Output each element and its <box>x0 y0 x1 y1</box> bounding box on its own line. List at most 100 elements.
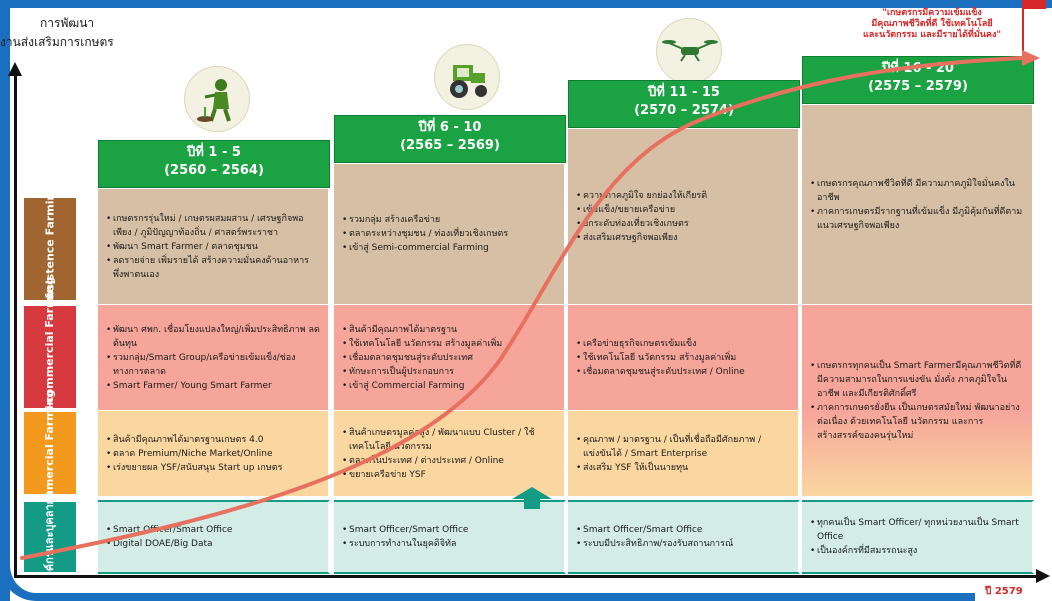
list-item: เกษตรกรรุ่นใหม่ / เกษตรผสมผสาน / เศรษฐกิ… <box>106 212 320 240</box>
y-axis-arrowhead <box>8 62 22 76</box>
vision-quote-line-2: มีคุณภาพชีวิตที่ดี ใช้เทคโนโลยี <box>871 19 993 29</box>
list-item: เกษตรกรทุกคนเป็น Smart Farmerมีคุณภาพชีว… <box>810 359 1024 401</box>
y-axis-title: การพัฒนา งานส่งเสริมการเกษตร <box>0 14 150 52</box>
cell-row4-col3: Smart Officer/Smart Officeระบบมีประสิทธิ… <box>568 500 800 574</box>
frame-corner-curve <box>0 560 60 601</box>
cell-list: สินค้ามีคุณภาพได้มาตรฐานเกษตร 4.0ตลาด Pr… <box>106 433 282 475</box>
cell-row3-col1: สินค้ามีคุณภาพได้มาตรฐานเกษตร 4.0ตลาด Pr… <box>98 410 330 496</box>
cell-list: สินค้าเกษตรมูลค่าสูง / พัฒนาแบบ Cluster … <box>342 426 556 482</box>
list-item: เป็นองค์กรที่มีสมรรถนะสูง <box>810 544 1024 558</box>
cell-list: ความภาคภูมิใจ ยกย่องให้เกียรติเข้มแข็ง/ข… <box>576 189 707 245</box>
phase-years: (2570 – 2574) <box>634 103 734 118</box>
x-axis-line <box>14 575 1038 578</box>
list-item: ตลาดระหว่างชุมชน / ท่องเที่ยวเชิงเกษตร <box>342 227 508 241</box>
list-item: รวมกลุ่ม สร้างเครือข่าย <box>342 213 508 227</box>
phase-header-3: ปีที่ 11 - 15 (2570 – 2574) <box>568 80 800 128</box>
phase-header-4: ปีที่ 16 - 20 (2575 – 2579) <box>802 56 1034 104</box>
list-item: คุณภาพ / มาตรฐาน / เป็นที่เชื่อถือมีศักย… <box>576 433 790 461</box>
list-item: ระบบการทำงานในยุคดิจิทัล <box>342 537 468 551</box>
x-axis-end-label: ปี 2579 <box>985 586 1023 597</box>
cell-list: Smart Officer/Smart Officeระบบการทำงานใน… <box>342 523 468 551</box>
cell-row1-col3: ความภาคภูมิใจ ยกย่องให้เกียรติเข้มแข็ง/ข… <box>568 128 800 304</box>
phase-label: ปีที่ 6 - 10 <box>418 120 482 135</box>
list-item: ลดรายจ่าย เพิ่มรายได้ สร้างความมั่นคงด้า… <box>106 254 320 282</box>
phase-label: ปีที่ 1 - 5 <box>187 145 241 160</box>
cell-list: ทุกคนเป็น Smart Officer/ ทุกหน่วยงานเป็น… <box>810 516 1024 558</box>
list-item: เข้าสู่ Semi-commercial Farming <box>342 241 508 255</box>
list-item: ความภาคภูมิใจ ยกย่องให้เกียรติ <box>576 189 707 203</box>
cell-row1-col1: เกษตรกรรุ่นใหม่ / เกษตรผสมผสาน / เศรษฐกิ… <box>98 188 330 304</box>
cell-list: พัฒนา ศพก. เชื่อมโยงแปลงใหญ่/เพิ่มประสิท… <box>106 323 320 393</box>
cell-list: เกษตรกรคุณภาพชีวิตที่ดี มีความภาคภูมิใจม… <box>810 177 1024 233</box>
cell-row4-col2: Smart Officer/Smart Officeระบบการทำงานใน… <box>334 500 566 574</box>
list-item: เครือข่ายธุรกิจเกษตรเข้มแข็ง <box>576 337 745 351</box>
frame-left-bar <box>0 0 10 601</box>
list-item: เชื่อมตลาดชุมชนสู่ระดับประเทศ / Online <box>576 365 745 379</box>
cell-list: Smart Officer/Smart Officeระบบมีประสิทธิ… <box>576 523 733 551</box>
list-item: ตลาดในประเทศ / ต่างประเทศ / Online <box>342 454 556 468</box>
list-item: เร่งขยายผล YSF/สนับสนุน Start up เกษตร <box>106 461 282 475</box>
list-item: ส่งเสริม YSF ให้เป็นนายทุน <box>576 461 790 475</box>
list-item: Smart Officer/Smart Office <box>342 523 468 537</box>
cell-row4-col4: ทุกคนเป็น Smart Officer/ ทุกหน่วยงานเป็น… <box>802 500 1034 574</box>
row-label-text: องค์กรและบุคลากร <box>43 491 57 583</box>
cell-row3-col2: สินค้าเกษตรมูลค่าสูง / พัฒนาแบบ Cluster … <box>334 410 566 496</box>
flag-icon <box>1024 0 1046 9</box>
list-item: ตลาด Premium/Niche Market/Online <box>106 447 282 461</box>
cell-row3-col3: คุณภาพ / มาตรฐาน / เป็นที่เชื่อถือมีศักย… <box>568 410 800 496</box>
cell-row4-col1: Smart Officer/Smart OfficeDigital DOAE/B… <box>98 500 330 574</box>
cell-row1-col4: เกษตรกรคุณภาพชีวิตที่ดี มีความภาคภูมิใจม… <box>802 104 1034 304</box>
list-item: เชื่อมตลาดชุมชนสู่ระดับประเทศ <box>342 351 502 365</box>
x-axis-arrowhead <box>1036 569 1050 583</box>
list-item: ทักษะการเป็นผู้ประกอบการ <box>342 365 502 379</box>
phase-label: ปีที่ 11 - 15 <box>648 85 720 100</box>
cell-list: Smart Officer/Smart OfficeDigital DOAE/B… <box>106 523 232 551</box>
vision-quote: "เกษตรกรมีความเข้มแข็ง มีคุณภาพชีวิตที่ด… <box>842 8 1022 41</box>
phase-years: (2575 – 2579) <box>868 79 968 94</box>
list-item: พัฒนา ศพก. เชื่อมโยงแปลงใหญ่/เพิ่มประสิท… <box>106 323 320 351</box>
farmer-planting-icon <box>184 66 250 132</box>
row-label-4: องค์กรและบุคลากร <box>24 491 76 583</box>
phase-years: (2560 – 2564) <box>164 163 264 178</box>
list-item: เข้าสู่ Commercial Farming <box>342 379 502 393</box>
list-item: ทุกคนเป็น Smart Officer/ ทุกหน่วยงานเป็น… <box>810 516 1024 544</box>
list-item: ใช้เทคโนโลยี นวัตกรรม สร้างมูลค่าเพิ่ม <box>342 337 502 351</box>
list-item: สินค้ามีคุณภาพได้มาตรฐานเกษตร 4.0 <box>106 433 282 447</box>
cell-row2-col4: เกษตรกรทุกคนเป็น Smart Farmerมีคุณภาพชีว… <box>802 304 1034 496</box>
phase-header-2: ปีที่ 6 - 10 (2565 – 2569) <box>334 115 566 163</box>
list-item: Smart Officer/Smart Office <box>106 523 232 537</box>
list-item: เกษตรกรคุณภาพชีวิตที่ดี มีความภาคภูมิใจม… <box>810 177 1024 205</box>
cell-list: เครือข่ายธุรกิจเกษตรเข้มแข็งใช้เทคโนโลยี… <box>576 337 745 379</box>
phase-header-1: ปีที่ 1 - 5 (2560 – 2564) <box>98 140 330 188</box>
list-item: Smart Farmer/ Young Smart Farmer <box>106 379 320 393</box>
cell-list: รวมกลุ่ม สร้างเครือข่ายตลาดระหว่างชุมชน … <box>342 213 508 255</box>
cell-list: เกษตรกรรุ่นใหม่ / เกษตรผสมผสาน / เศรษฐกิ… <box>106 212 320 282</box>
list-item: เข้มแข็ง/ขยายเครือข่าย <box>576 203 707 217</box>
list-item: สินค้าเกษตรมูลค่าสูง / พัฒนาแบบ Cluster … <box>342 426 556 454</box>
phase-label: ปีที่ 16 - 20 <box>882 61 954 76</box>
vision-quote-line-3: และนวัตกรรม และมีรายได้ที่มั่นคง" <box>862 30 1002 40</box>
cell-row2-col1: พัฒนา ศพก. เชื่อมโยงแปลงใหญ่/เพิ่มประสิท… <box>98 304 330 410</box>
frame-bottom-bar <box>40 593 975 601</box>
phase-years: (2565 – 2569) <box>400 138 500 153</box>
list-item: ยกระดับท่องเที่ยวเชิงเกษตร <box>576 217 707 231</box>
y-axis-line <box>14 72 17 576</box>
list-item: ส่งเสริมเศรษฐกิจพอเพียง <box>576 231 707 245</box>
cell-row1-col2: รวมกลุ่ม สร้างเครือข่ายตลาดระหว่างชุมชน … <box>334 163 566 304</box>
cell-row2-col2: สินค้ามีคุณภาพได้มาตรฐานใช้เทคโนโลยี นวั… <box>334 304 566 410</box>
list-item: ภาคการเกษตรมีรากฐานที่เข้มแข็ง มีภูมิคุ้… <box>810 205 1024 233</box>
flag-pole <box>1022 0 1024 62</box>
y-axis-title-line-1: การพัฒนา <box>40 16 95 30</box>
list-item: ใช้เทคโนโลยี นวัตกรรม สร้างมูลค่าเพิ่ม <box>576 351 745 365</box>
cell-list: สินค้ามีคุณภาพได้มาตรฐานใช้เทคโนโลยี นวั… <box>342 323 502 393</box>
list-item: ภาคการเกษตรยั่งยืน เป็นเกษตรสมัยใหม่ พัฒ… <box>810 401 1024 443</box>
cell-row2-col3: เครือข่ายธุรกิจเกษตรเข้มแข็งใช้เทคโนโลยี… <box>568 304 800 410</box>
up-arrow-icon <box>512 487 552 509</box>
list-item: Smart Officer/Smart Office <box>576 523 733 537</box>
list-item: รวมกลุ่ม/Smart Group/เครือข่ายเข้มแข็ง/ช… <box>106 351 320 379</box>
row-label-3: Commercial Farming <box>24 389 76 517</box>
y-axis-title-line-2: งานส่งเสริมการเกษตร <box>0 35 114 49</box>
list-item: ขยายเครือข่าย YSF <box>342 468 556 482</box>
list-item: สินค้ามีคุณภาพได้มาตรฐาน <box>342 323 502 337</box>
